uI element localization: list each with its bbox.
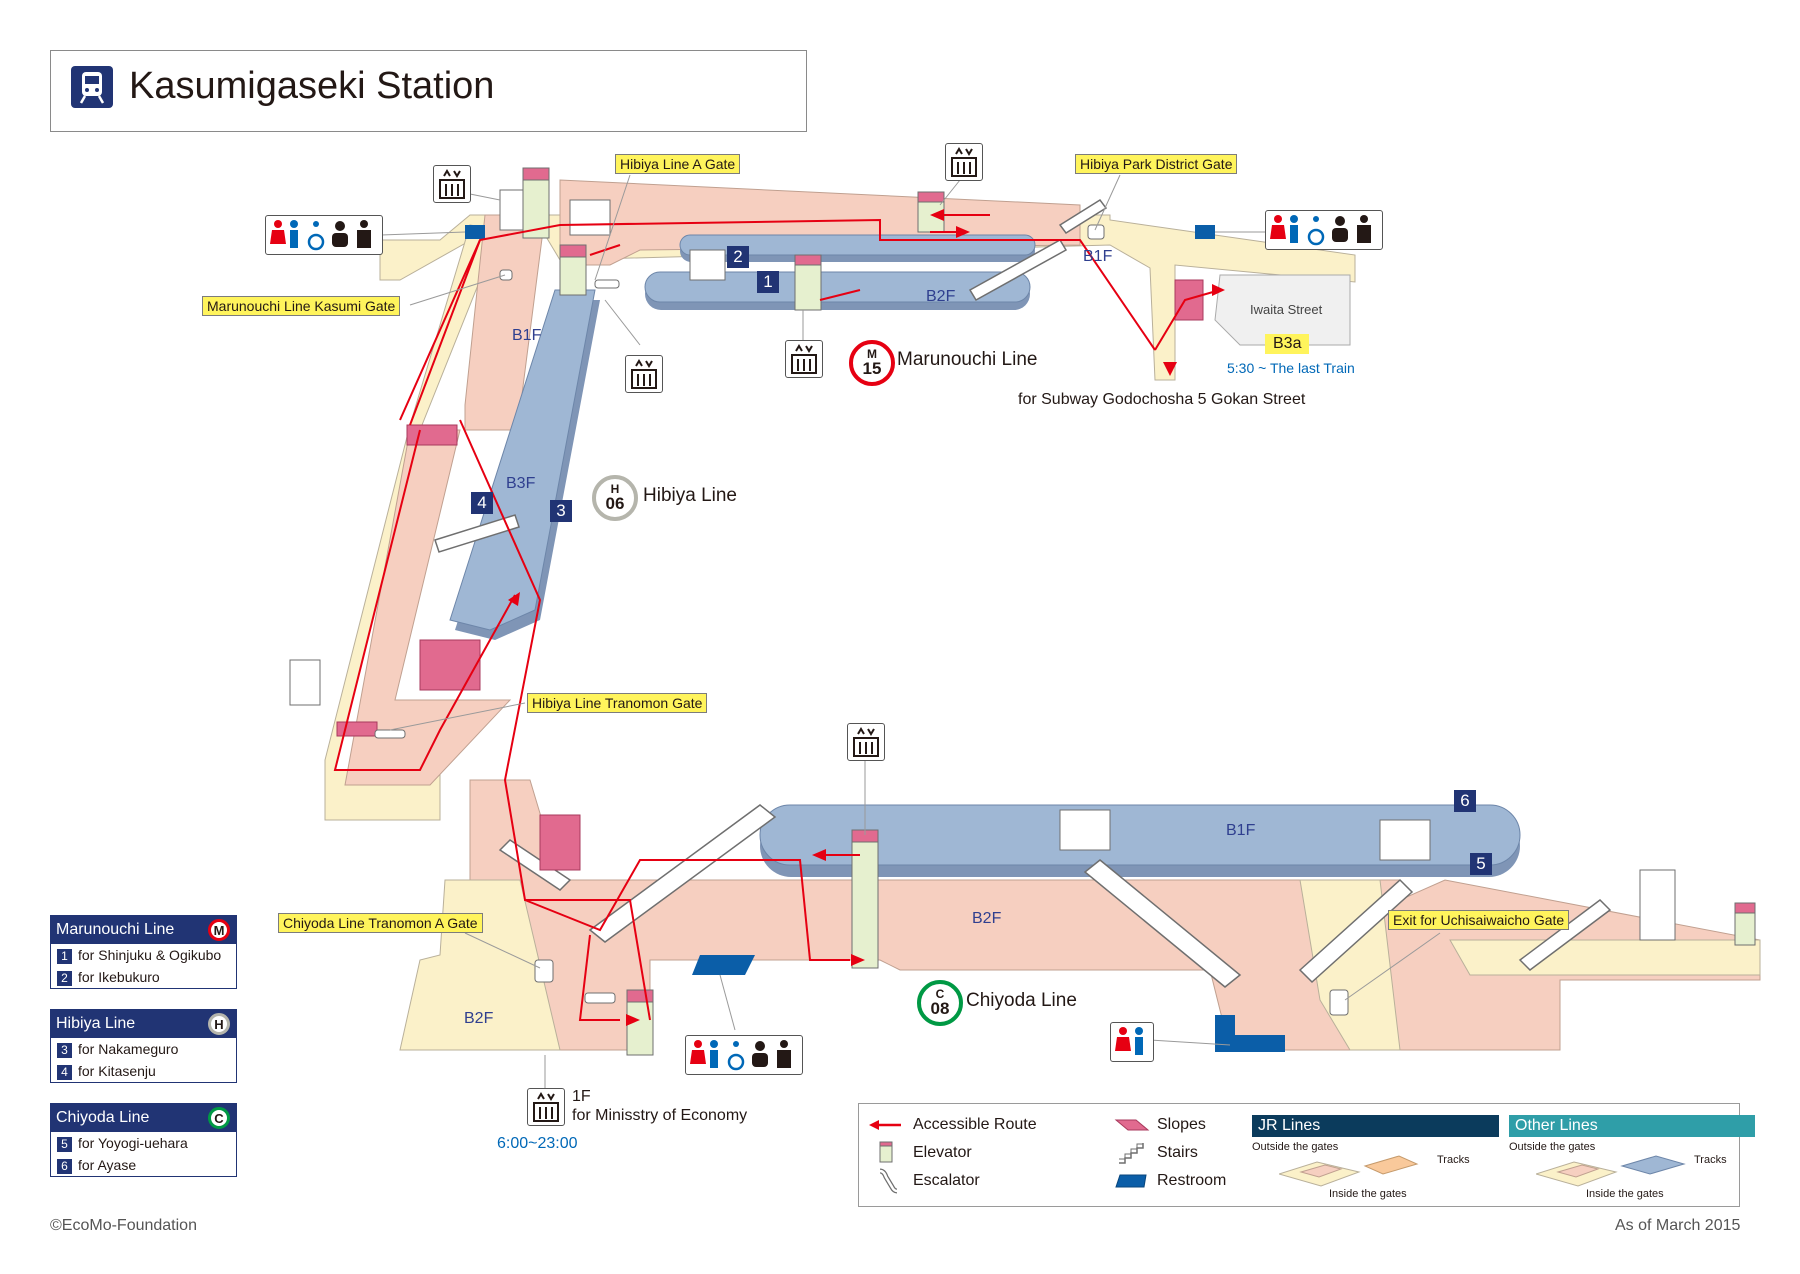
- floor-b1f-top: B1F: [1083, 248, 1113, 265]
- jr-outside-gates: Outside the gates: [1252, 1141, 1339, 1153]
- chiyoda-line-marker: C 08: [917, 980, 963, 1026]
- other-outside-gates: Outside the gates: [1509, 1141, 1596, 1153]
- copyright: ©EcoMo-Foundation: [50, 1217, 197, 1234]
- chiyoda-platform: [759, 804, 1521, 877]
- elevators: [522, 177, 1756, 1056]
- key-restroom: Restroom: [1157, 1172, 1227, 1189]
- jr-gates-diagram: [1279, 1155, 1419, 1187]
- gate-hibiya-a: Hibiya Line A Gate: [615, 154, 741, 174]
- map-key: Accessible Route Elevator Escalator Slop…: [858, 1103, 1755, 1207]
- route-arrowheads: [508, 209, 1225, 1026]
- page-title: Kasumigaseki Station: [129, 65, 495, 107]
- jr-inside-gates: Inside the gates: [1329, 1188, 1407, 1200]
- elevator-sign-top-center: [945, 143, 983, 181]
- stairs: [289, 189, 1676, 941]
- legend-chiyoda-name: Chiyoda Line: [56, 1109, 150, 1126]
- restroom-sign-right: [1265, 210, 1383, 250]
- elevator-1f-destination: for Minisstry of Economy: [572, 1107, 748, 1124]
- escalator-icon: [879, 1168, 898, 1194]
- other-tracks: Tracks: [1694, 1154, 1727, 1166]
- marunouchi-line-marker: M 15: [849, 340, 895, 386]
- elevator-sign-top-left: [433, 165, 471, 203]
- slopes: [336, 279, 1204, 871]
- legend-marunouchi-name: Marunouchi Line: [56, 921, 175, 938]
- gate-marunouchi-kasumi: Marunouchi Line Kasumi Gate: [202, 296, 401, 316]
- elevator-sign-hibiya: [625, 355, 663, 393]
- floor-b1f-left: B1F: [512, 327, 542, 344]
- left-corridor: [324, 214, 551, 821]
- floor-b2f-left: B2F: [464, 1010, 494, 1027]
- train-icon: [71, 66, 113, 108]
- restroom-marks: [465, 225, 1285, 1052]
- title-box: Kasumigaseki Station: [50, 50, 807, 132]
- exit-b3a-label: B3a: [1265, 334, 1310, 354]
- hibiya-line-marker: H 06: [592, 475, 638, 521]
- floor-b2f-top: B2F: [926, 288, 956, 305]
- iwaita-street-label: Iwaita Street: [1250, 302, 1323, 317]
- elevator-1f-floor: 1F: [572, 1088, 591, 1105]
- elevator-icon: [879, 1141, 893, 1163]
- gate-barriers: [374, 224, 1349, 1016]
- hibiya-line-name: Hibiya Line: [643, 485, 737, 506]
- floor-b3f: B3F: [506, 475, 536, 492]
- restroom-sign-uchisaiwaicho: [1110, 1022, 1154, 1062]
- jr-tracks: Tracks: [1437, 1154, 1470, 1166]
- elevator-sign-marunouchi: [785, 340, 823, 378]
- other-inside-gates: Inside the gates: [1586, 1188, 1664, 1200]
- restroom-icon: [1115, 1174, 1147, 1188]
- other-gates-diagram: [1536, 1155, 1686, 1187]
- floor-b2f-chiyoda: B2F: [972, 910, 1002, 927]
- gate-uchisaiwaicho: Exit for Uchisaiwaicho Gate: [1388, 910, 1570, 930]
- chiyoda-line-name: Chiyoda Line: [966, 990, 1077, 1011]
- elevator-1f-hours: 6:00~23:00: [497, 1135, 578, 1152]
- exit-b3a-hours: 5:30 ~ The last Train: [1227, 360, 1355, 376]
- stairs-icon: [1119, 1143, 1144, 1164]
- legend-chiyoda-mark: C: [208, 1107, 230, 1129]
- subway-godochosha-note: for Subway Godochosha 5 Gokan Street: [1018, 391, 1306, 408]
- accessible-route-icon: [869, 1120, 901, 1130]
- platform-number-3: 3: [550, 500, 572, 522]
- accessible-routes: [333, 214, 1221, 1021]
- platform-number-4: 4: [471, 492, 493, 514]
- floor-b1f-chiyoda: B1F: [1226, 822, 1256, 839]
- key-accessible-route: Accessible Route: [913, 1116, 1037, 1133]
- hibiya-platform: [449, 289, 600, 640]
- legend-marunouchi-mark: M: [208, 919, 230, 941]
- legend-hibiya-mark: H: [208, 1013, 230, 1035]
- gate-hibiya-tranomon: Hibiya Line Tranomon Gate: [527, 693, 708, 713]
- escalators: [434, 198, 1612, 988]
- key-escalator: Escalator: [913, 1172, 980, 1189]
- key-stairs: Stairs: [1157, 1144, 1198, 1161]
- key-slopes: Slopes: [1157, 1116, 1206, 1133]
- platform-number-6: 6: [1454, 790, 1476, 812]
- elevator-sign-chiyoda: [847, 723, 885, 761]
- marunouchi-line-name: Marunouchi Line: [897, 349, 1038, 370]
- platform-number-5: 5: [1470, 853, 1492, 875]
- slopes-icon: [1114, 1119, 1150, 1131]
- restroom-sign-left: [265, 215, 383, 255]
- key-elevator: Elevator: [913, 1144, 972, 1161]
- restroom-sign-chiyoda: [685, 1035, 803, 1075]
- legend-hibiya-name: Hibiya Line: [56, 1015, 136, 1032]
- gate-hibiya-park: Hibiya Park District Gate: [1075, 154, 1238, 174]
- jr-lines-header: JR Lines: [1252, 1115, 1499, 1137]
- elevator-sign-1f: [527, 1088, 565, 1126]
- platform-number-2: 2: [727, 246, 749, 268]
- gate-chiyoda-tranomon-a: Chiyoda Line Tranomon A Gate: [278, 913, 483, 933]
- platform-number-1: 1: [757, 271, 779, 293]
- as-of-date: As of March 2015: [1615, 1217, 1741, 1234]
- other-lines-header: Other Lines: [1509, 1115, 1755, 1137]
